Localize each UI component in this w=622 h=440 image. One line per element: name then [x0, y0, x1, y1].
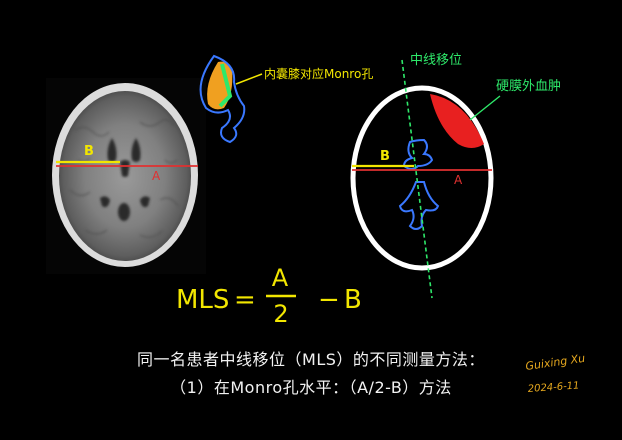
monro-label: 内囊膝对应Monro孔	[264, 66, 373, 81]
label-b-left: B	[84, 144, 94, 159]
mls-formula: MLS = A 2 − B	[176, 264, 362, 328]
caption-line-1: 同一名患者中线移位（MLS）的不同测量方法：	[137, 350, 485, 369]
ventricle-upper-right	[402, 138, 434, 170]
label-a-left: A	[152, 169, 161, 183]
ct-diagram-right: B A 中线移位 硬膜外血肿	[350, 53, 561, 299]
formula-numerator: A	[272, 264, 289, 292]
monro-pointer	[235, 73, 263, 85]
ct-scan-left: B A	[46, 78, 206, 274]
signature-date: 2024-6-11	[527, 380, 579, 395]
formula-term: B	[344, 285, 362, 315]
formula-lhs: MLS	[176, 285, 229, 315]
caption-line-2: （1）在Monro孔水平：（A/2-B）方法	[170, 378, 452, 397]
label-b-right: B	[380, 149, 390, 164]
skull-outline-right	[350, 85, 494, 271]
midline-shift-label: 中线移位	[410, 53, 462, 68]
midline-dashed	[401, 59, 433, 299]
ventricles-left	[100, 138, 150, 221]
formula-equals: =	[234, 285, 256, 315]
capsule-genu-green	[218, 63, 233, 108]
ventricle-lower-right	[398, 181, 440, 230]
formula-minus: −	[318, 285, 340, 315]
epidural-hematoma	[430, 94, 484, 148]
ventricle-outline-inset	[199, 54, 246, 144]
hematoma-label: 硬膜外血肿	[496, 79, 561, 94]
monro-inset: 内囊膝对应Monro孔	[199, 54, 373, 144]
hematoma-pointer	[469, 95, 501, 121]
formula-denominator: 2	[273, 300, 288, 328]
label-a-right: A	[454, 173, 463, 187]
